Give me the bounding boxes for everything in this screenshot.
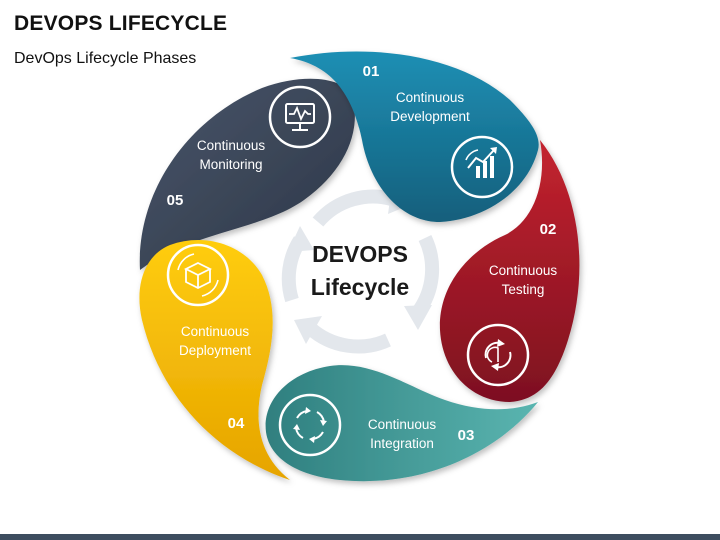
package-cycle-icon	[166, 243, 230, 307]
phase-label-monitoring-line1: Continuous	[197, 138, 266, 153]
phase-number-05: 05	[167, 192, 184, 209]
phase-label-development-line2: Development	[390, 109, 470, 124]
center-title-line1: DEVOPS	[312, 241, 408, 267]
center-title-line2: Lifecycle	[311, 274, 409, 300]
footer-bar	[0, 534, 720, 540]
center-cycle-arrows	[281, 189, 440, 354]
phase-number-03: 03	[458, 427, 475, 444]
page-subtitle: DevOps Lifecycle Phases	[14, 50, 197, 67]
phase-label-integration-line1: Continuous	[368, 417, 437, 432]
phase-number-01: 01	[363, 63, 380, 80]
phase-integration	[265, 365, 538, 482]
monitor-pulse-icon	[268, 85, 332, 149]
phase-label-deployment-line1: Continuous	[181, 324, 250, 339]
phase-number-04: 04	[228, 415, 245, 432]
phase-monitoring	[139, 78, 355, 270]
phase-label-testing-line2: Testing	[502, 282, 545, 297]
phase-deployment	[139, 239, 290, 480]
circular-arrows-icon	[278, 393, 342, 457]
phase-label-development-line1: Continuous	[396, 90, 465, 105]
cycle-arrows-icon	[466, 323, 530, 387]
phase-label-testing-line1: Continuous	[489, 263, 558, 278]
phase-label-deployment-line2: Deployment	[179, 343, 251, 358]
phase-label-monitoring-line2: Monitoring	[199, 157, 262, 172]
phase-label-integration-line2: Integration	[370, 436, 434, 451]
chart-growth-icon	[450, 135, 514, 199]
phase-development	[290, 51, 539, 222]
page-title: DEVOPS LIFECYCLE	[14, 12, 228, 35]
phase-number-02: 02	[540, 221, 557, 238]
